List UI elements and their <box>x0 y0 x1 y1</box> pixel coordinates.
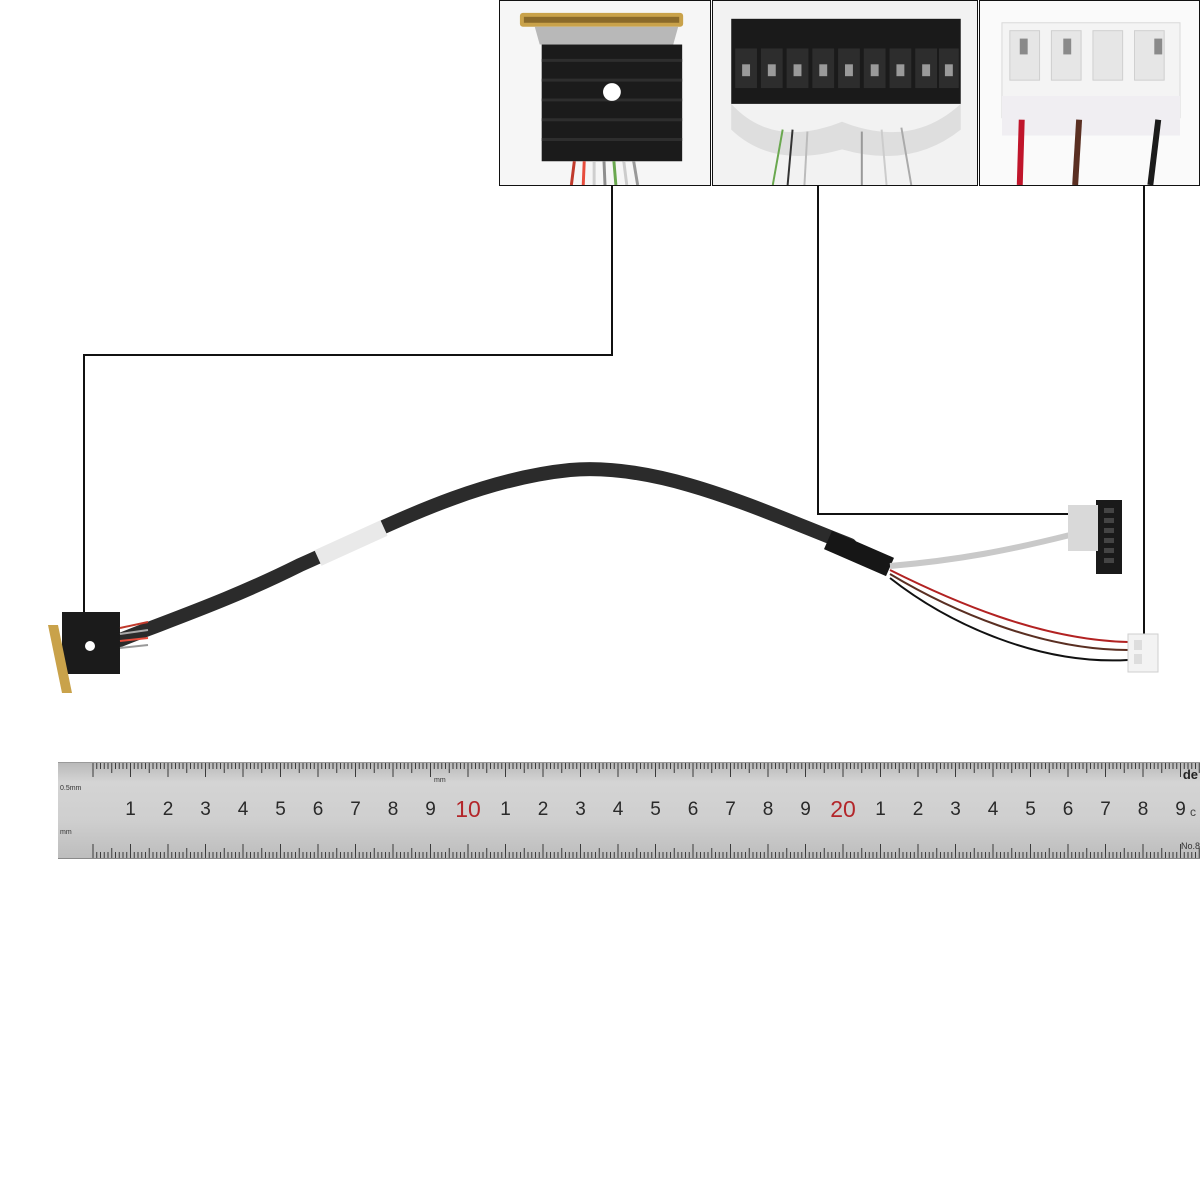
ruler-label: 2 <box>162 799 174 820</box>
ruler-label: 1 <box>125 799 136 820</box>
cable-assembly-photo <box>48 186 1159 693</box>
ruler-unit-mm-left: mm <box>60 829 72 836</box>
cable-jacket <box>113 462 857 647</box>
ruler-label: 2 <box>537 799 549 820</box>
lvds-connector-closeup <box>499 0 711 186</box>
white-jst-connector-closeup <box>979 0 1200 186</box>
ruler-label: 3 <box>950 799 961 820</box>
ruler-label: 5 <box>275 799 286 820</box>
ruler-unit-top: 0.5mm <box>60 785 82 792</box>
ruler-ticks <box>92 763 1200 858</box>
ruler-label: 9 <box>800 799 811 820</box>
pin-header-connector <box>1068 500 1122 574</box>
ruler-tail-text: c <box>1190 805 1196 819</box>
ruler-model: No.8 <box>1180 841 1200 851</box>
heat-shrink <box>824 530 894 577</box>
ruler-label: 1 <box>500 799 511 820</box>
ruler-label: 6 <box>312 799 324 820</box>
ruler-label: 4 <box>987 799 999 820</box>
ruler-label: 7 <box>1100 799 1111 820</box>
ruler-label: 10 <box>455 796 481 822</box>
ruler-label: 5 <box>1025 799 1036 820</box>
callout-lines <box>83 186 1145 636</box>
pin-header-icon <box>731 18 961 185</box>
ruler-label: 8 <box>1137 799 1149 820</box>
ruler-label: 3 <box>575 799 586 820</box>
ruler-label: 9 <box>1175 799 1186 820</box>
ruler-label: 8 <box>762 799 774 820</box>
ruler-label: 7 <box>725 799 736 820</box>
lvds-connector-icon <box>519 12 684 185</box>
cable-tape <box>314 520 388 566</box>
ruler-label: 4 <box>612 799 624 820</box>
ruler-label: 6 <box>1062 799 1074 820</box>
ruler-label: 4 <box>237 799 249 820</box>
measuring-ruler: 123456789101234567892012345678930 0.5mm … <box>58 762 1200 859</box>
ruler-label: 6 <box>687 799 699 820</box>
ruler-label: 5 <box>650 799 661 820</box>
ruler-label: 2 <box>912 799 924 820</box>
jst-connector <box>1127 633 1159 673</box>
lvds-connector <box>48 612 149 693</box>
jst-connector-icon <box>1001 22 1181 185</box>
ruler-label: 1 <box>875 799 886 820</box>
ruler-label: 9 <box>425 799 436 820</box>
ruler-label: 3 <box>200 799 211 820</box>
black-pin-header-closeup <box>712 0 978 186</box>
ruler-label: 7 <box>350 799 361 820</box>
ruler-unit-mm: mm <box>434 777 446 784</box>
breakout-wires <box>889 532 1129 662</box>
ruler-label: 20 <box>830 796 856 822</box>
ruler-label: 8 <box>387 799 399 820</box>
ruler-brand: de <box>1182 767 1198 782</box>
